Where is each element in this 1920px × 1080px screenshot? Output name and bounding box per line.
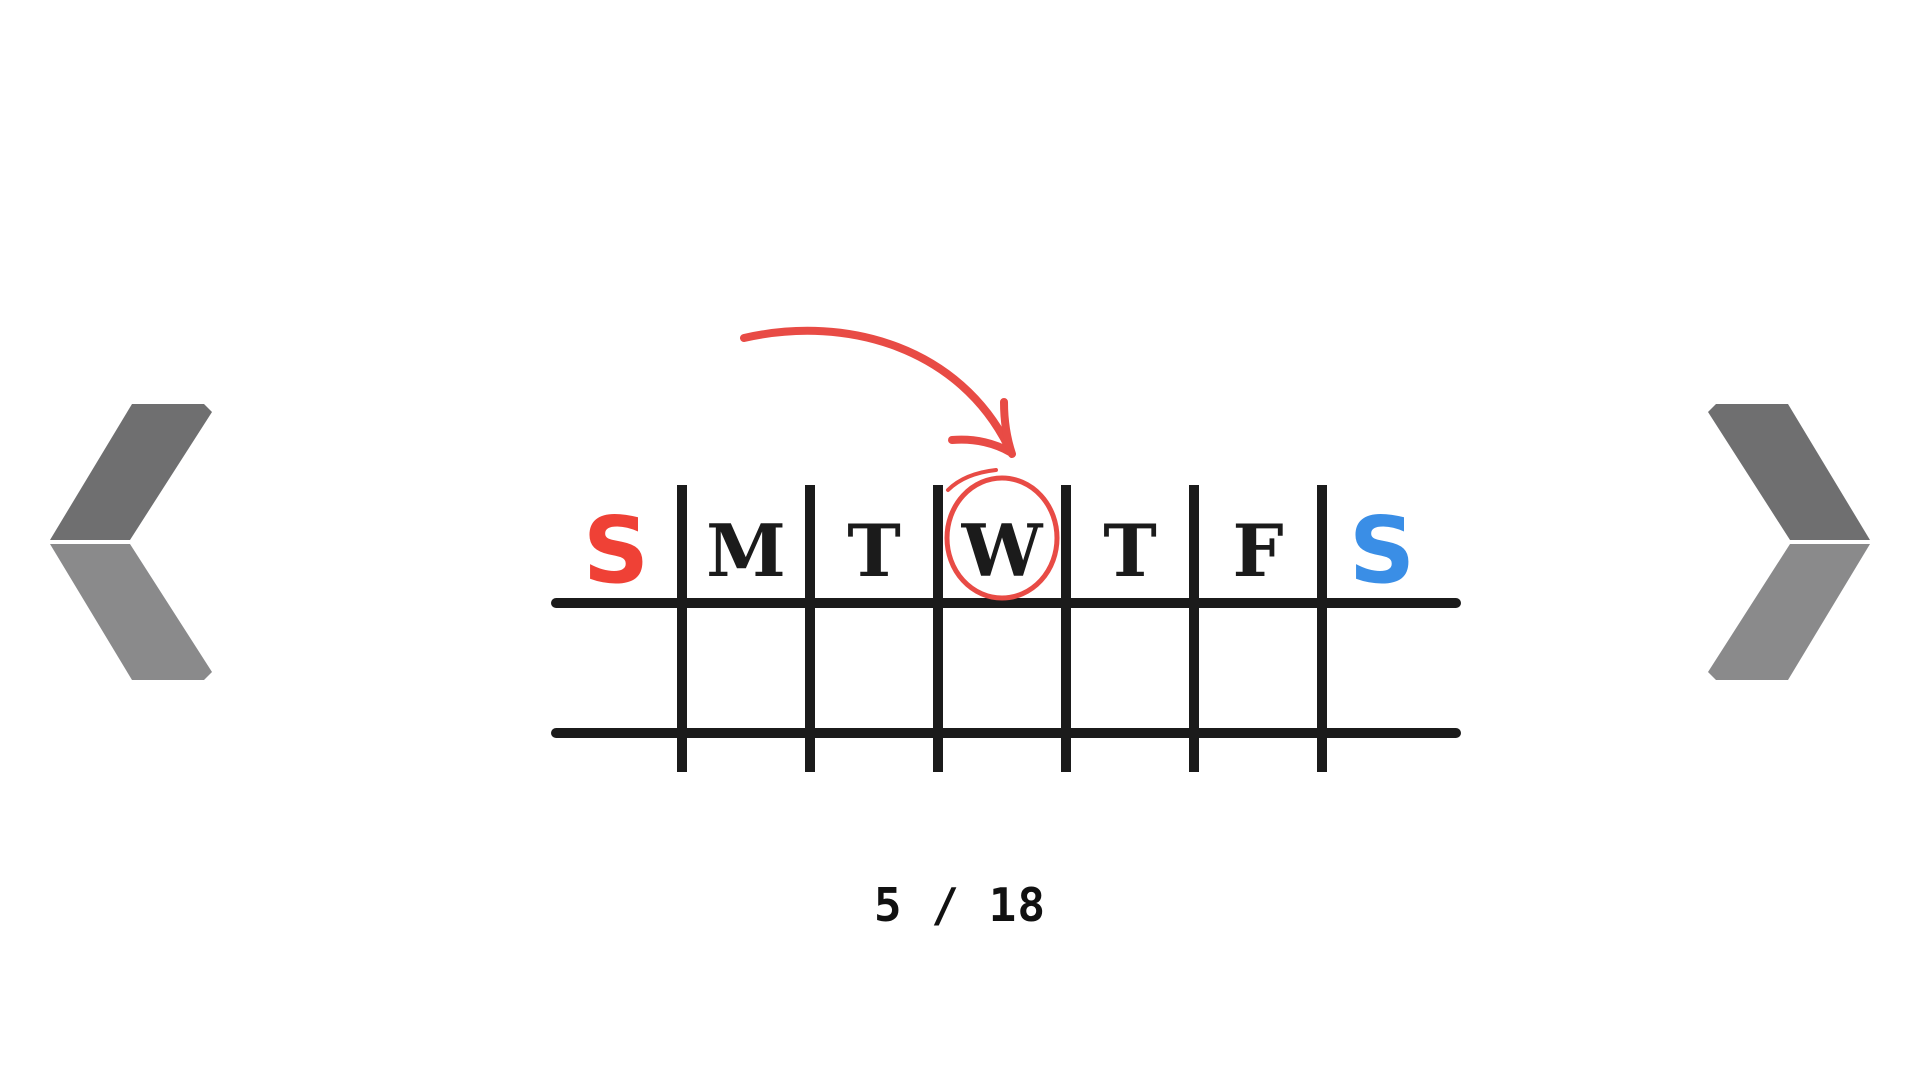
chevron-right-upper [1708, 404, 1870, 540]
chevron-right-lower [1708, 544, 1870, 680]
day-label-wednesday: W [961, 508, 1044, 593]
chevron-right-icon [1708, 404, 1870, 680]
day-label-tuesday: T [847, 508, 901, 593]
calendar-grid [551, 485, 1461, 772]
slide-counter: 5 / 18 [873, 878, 1047, 932]
day-label-friday: F [1232, 508, 1283, 593]
chevron-left-icon [50, 404, 212, 680]
chevron-left-lower [50, 544, 212, 680]
day-label-monday: M [706, 508, 786, 593]
next-slide-button[interactable] [1700, 398, 1876, 686]
chevron-left-upper [50, 404, 212, 540]
highlight-circle-icon [944, 468, 1060, 601]
day-label-sunday: S [583, 497, 649, 604]
day-label-saturday: S [1349, 497, 1415, 604]
previous-slide-button[interactable] [44, 398, 220, 686]
curved-arrow-icon [740, 326, 1016, 458]
day-label-thursday: T [1103, 508, 1157, 593]
calendar-week-illustration: S M T W T F S [551, 326, 1461, 772]
